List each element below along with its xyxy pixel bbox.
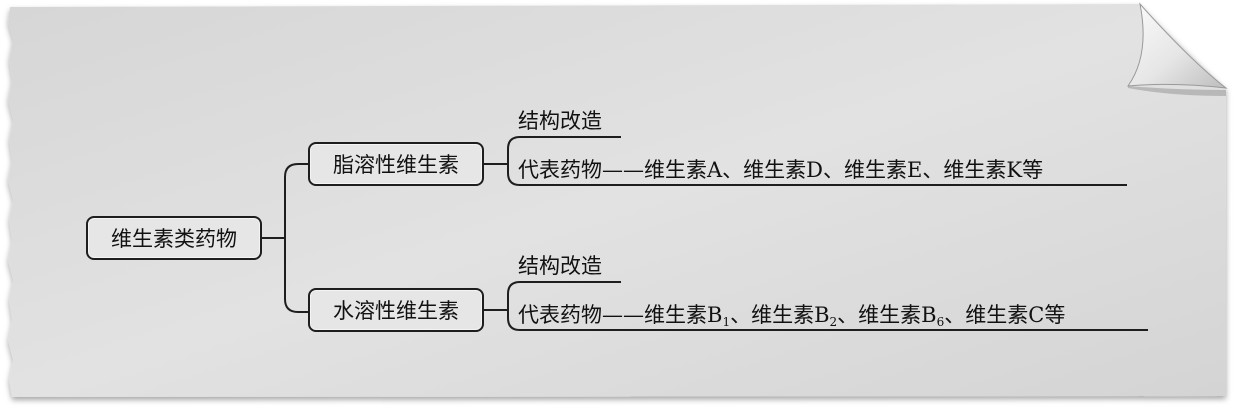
page-curl <box>1126 2 1228 89</box>
representative-prefix: 代表药物—— <box>518 158 644 182</box>
drug-item: 维生素K <box>943 158 1023 182</box>
drug-item: 维生素E <box>844 158 923 182</box>
drug-item: 维生素A <box>644 158 723 182</box>
drug-item: 维生素B1 <box>644 303 731 329</box>
suffix: 等 <box>1022 158 1044 182</box>
leaf-representatives-water-soluble: 代表药物——维生素B1、维生素B2、维生素B6、维生素C等 <box>518 302 1065 328</box>
leaf-label: 结构改造 <box>518 109 602 133</box>
page-curl-shadow <box>1128 86 1226 96</box>
separator: 、 <box>823 158 845 182</box>
drug-item: 维生素B6 <box>858 303 945 329</box>
branch-node-water-soluble: 水溶性维生素 <box>308 288 484 332</box>
drug-item: 维生素C <box>965 303 1045 327</box>
leaf-structure-fat-soluble: 结构改造 <box>518 108 602 134</box>
separator: 、 <box>730 303 752 327</box>
paper-sheet <box>8 4 1226 397</box>
branch2-bracket <box>507 281 521 331</box>
branch1-bracket <box>507 136 521 186</box>
connector-lines <box>262 136 1148 331</box>
separator: 、 <box>837 303 859 327</box>
leaf-representatives-fat-soluble: 代表药物——维生素A、维生素D、维生素E、维生素K等 <box>518 157 1043 183</box>
leaf-label: 结构改造 <box>518 254 602 278</box>
separator: 、 <box>722 158 744 182</box>
representative-prefix: 代表药物—— <box>518 303 644 327</box>
drug-item: 维生素D <box>743 158 824 182</box>
suffix: 等 <box>1044 303 1066 327</box>
separator: 、 <box>944 303 966 327</box>
root-node-label: 维生素类药物 <box>111 227 237 251</box>
root-node: 维生素类药物 <box>86 216 262 260</box>
root-bracket <box>284 163 299 313</box>
leaf-structure-water-soluble: 结构改造 <box>518 253 602 279</box>
branch-node-fat-soluble: 脂溶性维生素 <box>308 142 484 186</box>
separator: 、 <box>922 158 944 182</box>
drug-item: 维生素B2 <box>751 303 838 329</box>
branch-node-label: 水溶性维生素 <box>333 299 459 323</box>
branch-node-label: 脂溶性维生素 <box>333 153 459 177</box>
